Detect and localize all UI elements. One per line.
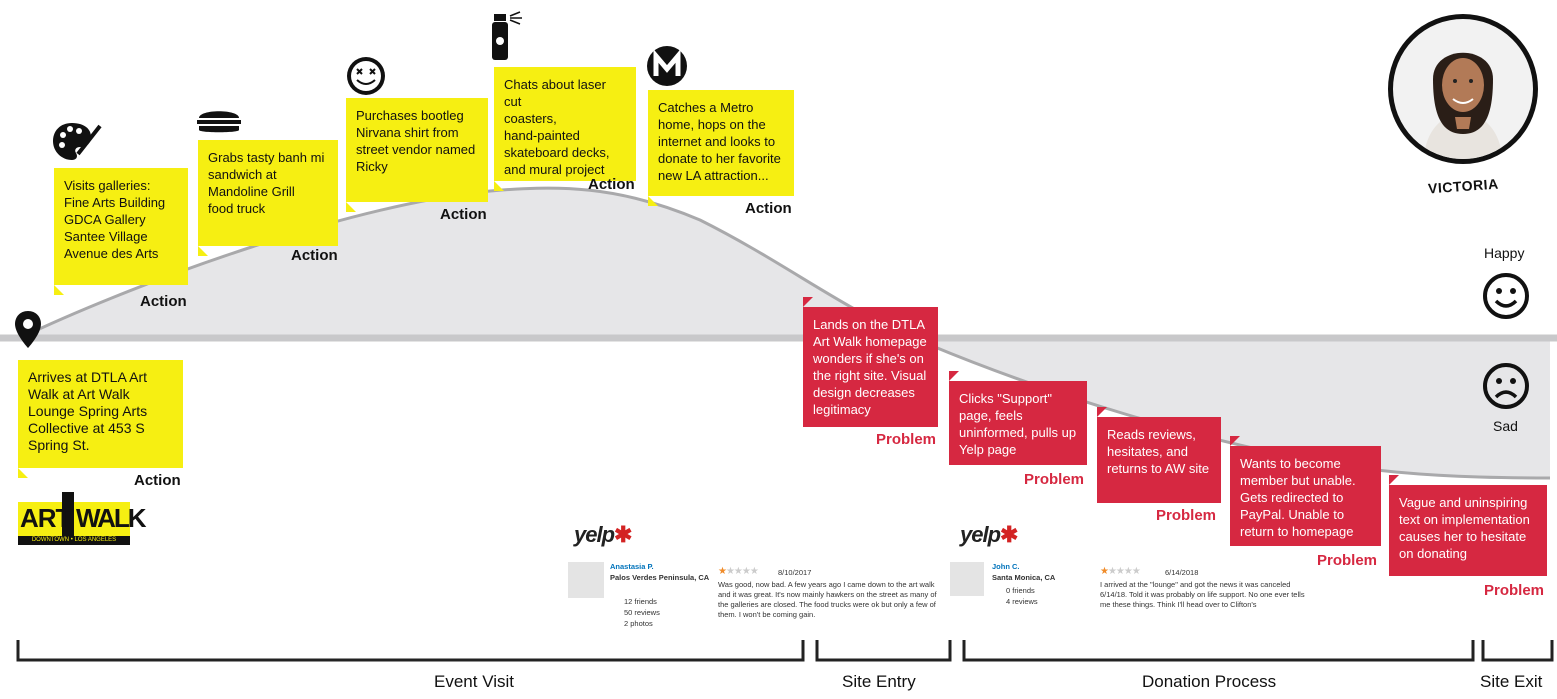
review-text-1: Was good, now bad. A few years ago I cam… (718, 580, 937, 619)
review-avatar-1 (568, 562, 604, 598)
problem-tag-1: Problem (876, 431, 937, 448)
star-icon: ★★★★★ (718, 566, 759, 577)
sandwich-icon (197, 111, 241, 133)
logo-subtext: DOWNTOWN • LOS ANGELES (18, 536, 130, 545)
logo-text-art: ART (20, 503, 71, 533)
action-note-5: Chats about laser cut coasters, hand-pai… (494, 67, 636, 191)
sad-face-icon (1483, 363, 1529, 409)
problem-note-4: Wants to become member but unable. Gets … (1230, 436, 1381, 546)
happy-face-icon (1483, 273, 1529, 319)
action-tag-5: Action (588, 176, 635, 193)
problem-tag-3: Problem (1156, 507, 1217, 524)
paint-palette-icon (53, 123, 102, 160)
review-count-2: 4 reviews (1006, 597, 1038, 606)
review-card-1: Anastasia P. Palos Verdes Peninsula, CA … (568, 560, 948, 632)
problem-tag-2: Problem (1024, 471, 1085, 488)
yelp-logo-2: yelp✱ (960, 522, 1018, 547)
review-location-2: Santa Monica, CA (992, 573, 1056, 582)
review-friends-1: 12 friends (624, 597, 657, 606)
phase-label-event-visit: Event Visit (434, 672, 515, 691)
problem-note-2: Clicks "Support" page, feels uninformed,… (949, 371, 1087, 465)
review-date-2: 6/14/2018 (1165, 568, 1199, 577)
phase-label-donation-process: Donation Process (1142, 672, 1277, 691)
action-tag-4: Action (440, 206, 487, 223)
action-tag-3: Action (291, 247, 338, 264)
spray-can-icon (492, 11, 522, 60)
map-pin-icon (15, 311, 41, 348)
review-location-1: Palos Verdes Peninsula, CA (610, 573, 710, 582)
problem-note-5: Vague and uninspiring text on implementa… (1389, 475, 1547, 576)
review-friends-2: 0 friends (1006, 586, 1035, 595)
action-note-6: Catches a Metro home, hops on the intern… (648, 90, 794, 206)
sad-label: Sad (1493, 418, 1518, 434)
action-tag-6: Action (745, 200, 792, 217)
happy-label: Happy (1484, 245, 1525, 261)
logo-text-walk: WALK (76, 503, 147, 533)
action-note-4: Purchases bootleg Nirvana shirt from str… (346, 98, 488, 212)
action-tag-1: Action (134, 472, 181, 489)
review-card-2: John C. Santa Monica, CA 0 friends 4 rev… (950, 560, 1320, 620)
problem-note-1: Lands on the DTLA Art Walk homepage wond… (803, 297, 938, 427)
action-note-3: Grabs tasty banh mi sandwich at Mandolin… (198, 140, 338, 256)
review-count-1: 50 reviews (624, 608, 660, 617)
problem-note-3: Reads reviews, hesitates, and returns to… (1097, 407, 1221, 503)
review-name-2: John C. (992, 562, 1020, 571)
review-text-2: I arrived at the "lounge" and got the ne… (1100, 580, 1305, 609)
smiley-icon (347, 57, 385, 95)
action-tag-2: Action (140, 293, 187, 310)
persona-avatar (1388, 14, 1538, 164)
metro-icon (647, 46, 687, 86)
artwalk-logo: ART WALK DOWNTOWN • LOS ANGELES (18, 492, 147, 546)
phase-label-site-entry: Site Entry (842, 672, 916, 691)
star-icon: ★★★★★ (1100, 566, 1141, 577)
review-date-1: 8/10/2017 (778, 568, 812, 577)
phase-label-site-exit: Site Exit (1480, 672, 1543, 691)
yelp-logo-1: yelp✱ (574, 522, 632, 547)
problem-tag-4: Problem (1317, 552, 1378, 569)
review-avatar-2 (950, 562, 984, 596)
problem-tag-5: Problem (1484, 582, 1545, 599)
action-note-2: Visits galleries: Fine Arts Building GDC… (54, 168, 188, 295)
action-note-1: Arrives at DTLA Art Walk at Art Walk Lou… (18, 360, 183, 478)
review-name-1: Anastasia P. (610, 562, 654, 571)
review-photos-1: 2 photos (624, 619, 653, 628)
